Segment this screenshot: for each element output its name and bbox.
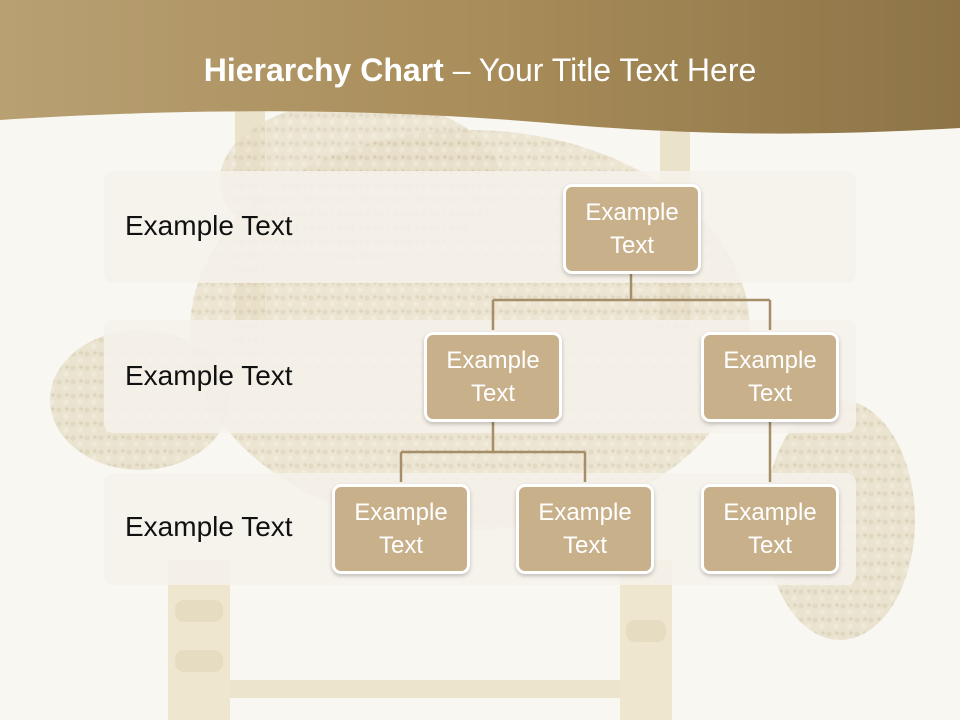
row-band-1 [104, 171, 856, 283]
row-label-2: Example Text [125, 360, 293, 391]
connector-left [399, 422, 587, 482]
node-level3-b[interactable]: Example Text [516, 484, 654, 574]
connector-root [491, 274, 772, 330]
node-root[interactable]: Example Text [563, 184, 701, 274]
node-level3-c[interactable]: Example Text [701, 484, 839, 574]
row-label-3: Example Text [125, 511, 293, 542]
node-level2-left[interactable]: Example Text [424, 332, 562, 422]
title-rest: – Your Title Text Here [443, 52, 757, 88]
node-level3-a[interactable]: Example Text [332, 484, 470, 574]
title-bold: Hierarchy Chart [203, 52, 444, 88]
node-level2-right[interactable]: Example Text [701, 332, 839, 422]
title-band [0, 0, 960, 134]
slide-title: Hierarchy Chart – Your Title Text Here [0, 52, 960, 89]
row-label-1: Example Text [125, 210, 293, 241]
